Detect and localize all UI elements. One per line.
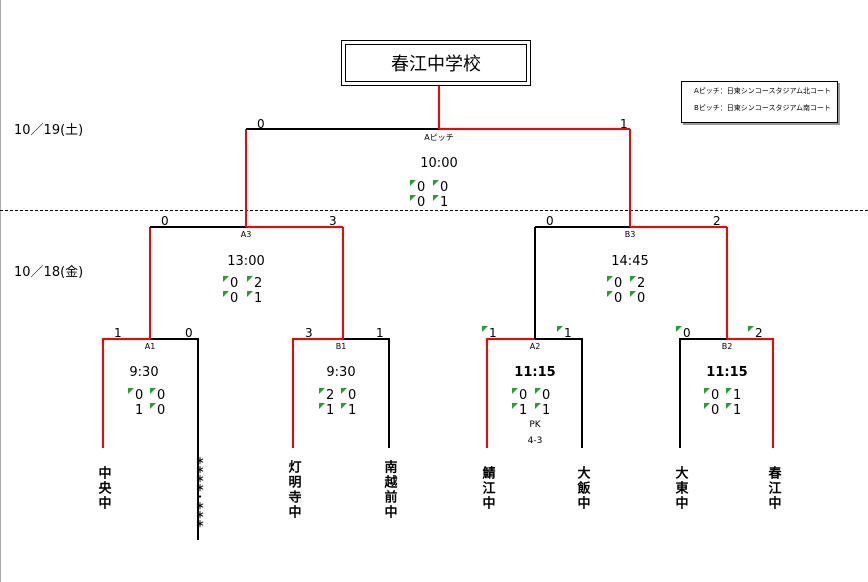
r1-a2-left	[486, 338, 535, 448]
team-1: 中央中	[95, 466, 111, 511]
team-2: ＊＊＊＊・＊＊＊	[193, 456, 204, 528]
r1-b1-score-left: 3	[305, 326, 313, 340]
r1-a2-half1-left: 0	[511, 388, 528, 403]
r1-b2-left	[679, 338, 727, 448]
semi-b3-half1-left: 0	[606, 276, 623, 291]
r1-a1-label: A1	[144, 342, 156, 351]
legend-a-pitch: Aピッチ：日東シンコースタジアム北コート	[694, 87, 831, 95]
semi-b3-time: 14:45	[611, 254, 649, 269]
team-6: 大飯中	[574, 466, 590, 511]
r1-b1-label: B1	[335, 342, 347, 351]
r1-a2-label: A2	[529, 342, 541, 351]
r1-b1-left	[292, 338, 343, 448]
r1-a1-score-left: 1	[114, 326, 122, 340]
r1-b2-half1-left: 0	[703, 388, 720, 403]
final-half2-right: 1	[432, 195, 449, 210]
r1-b2-score-right: 2	[748, 326, 763, 340]
semi-a3-half1-left: 0	[222, 276, 239, 291]
semi-a3-half2-right: 1	[246, 291, 263, 306]
r1-b1-half1-right: 0	[340, 388, 357, 403]
r1-b2-time: 11:15	[706, 365, 748, 380]
r1-a1-left	[102, 338, 150, 448]
semi-b3-score-left: 0	[546, 214, 554, 228]
semi-a3-half2-left: 0	[222, 291, 239, 306]
r1-a1-half2-left: 1	[135, 403, 144, 418]
r1-a2-pk-score: 4-3	[527, 436, 543, 446]
semi-b3-score-right: 2	[713, 214, 721, 228]
team-5: 鯖江中	[479, 466, 495, 511]
semi-a3-half1-right: 2	[246, 276, 263, 291]
r1-b2-label: B2	[721, 342, 733, 351]
final-half1-left: 0	[409, 180, 426, 195]
left-border-line	[0, 0, 1, 582]
r1-b1-half2-right: 1	[340, 403, 357, 418]
r1-b1-time: 9:30	[326, 365, 356, 380]
r1-b2-right	[727, 338, 774, 448]
r1-a1-half1-right: 0	[149, 388, 166, 403]
final-half1-right: 0	[432, 180, 449, 195]
r1-a1-half2-right: 0	[149, 403, 166, 418]
semi-a3-time: 13:00	[227, 254, 265, 269]
r1-a2-half1-right: 0	[534, 388, 551, 403]
r1-a1-time: 9:30	[129, 365, 159, 380]
r1-a2-pk-label: PK	[529, 420, 541, 430]
date-day1: 10／18(金)	[14, 265, 84, 280]
r1-a2-score-left: 1	[482, 326, 497, 340]
date-day2: 10／19(土)	[14, 123, 84, 138]
r1-b1-half2-left: 1	[318, 403, 335, 418]
final-score-right: 1	[620, 117, 628, 131]
final-score-left: 0	[257, 117, 265, 131]
semi-a3-score-left: 0	[161, 214, 169, 228]
r1-b2-half2-right: 1	[725, 403, 742, 418]
r1-b2-score-left: 0	[676, 326, 691, 340]
r1-b2-half1-right: 1	[725, 388, 742, 403]
r1-b1-score-right: 1	[376, 326, 384, 340]
r1-b1-right	[343, 338, 390, 448]
school-title-box: 春江中学校	[341, 40, 531, 86]
team-7: 大東中	[672, 466, 688, 511]
school-title: 春江中学校	[345, 44, 527, 82]
day-divider-dashed-line	[0, 210, 868, 211]
team-8: 春江中	[765, 466, 781, 511]
pitch-legend: Aピッチ：日東シンコースタジアム北コート Bピッチ：日東シンコースタジアム南コー…	[681, 81, 838, 123]
semi-a3-label: A3	[240, 230, 252, 239]
team-4: 南越前中	[381, 460, 397, 520]
legend-b-pitch: Bピッチ：日東シンコースタジアム南コート	[694, 104, 831, 112]
final-time: 10:00	[420, 156, 458, 171]
r1-b2-half2-left: 0	[703, 403, 720, 418]
semi-b3-half2-left: 0	[606, 291, 623, 306]
semi-a3-score-right: 3	[329, 214, 337, 228]
r1-a2-time: 11:15	[514, 365, 556, 380]
team-3: 灯明寺中	[285, 460, 301, 520]
r1-b1-half1-left: 2	[318, 388, 335, 403]
final-pitch-label: Aピッチ	[424, 133, 454, 142]
semi-b3-label: B3	[624, 230, 636, 239]
r1-a2-score-right: 1	[557, 326, 572, 340]
r1-a1-right	[150, 338, 199, 540]
semi-b3-half1-right: 2	[629, 276, 646, 291]
r1-a2-half2-right: 1	[534, 403, 551, 418]
r1-a2-half2-left: 1	[511, 403, 528, 418]
r1-a1-score-right: 0	[185, 326, 193, 340]
r1-a1-half1-left: 0	[127, 388, 144, 403]
final-half2-left: 0	[409, 195, 426, 210]
semi-b3-half2-right: 0	[629, 291, 646, 306]
r1-a2-right	[535, 338, 583, 448]
